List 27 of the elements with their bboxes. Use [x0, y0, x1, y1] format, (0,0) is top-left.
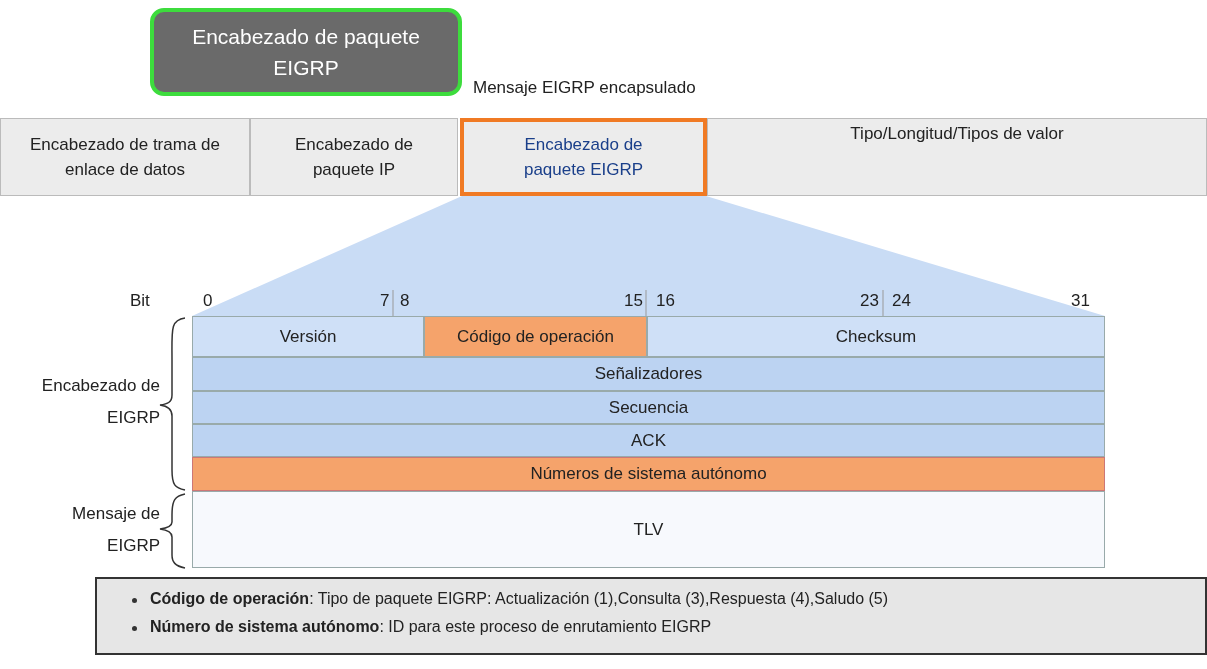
bit-number: 16: [656, 291, 675, 311]
header-field: Versión: [192, 316, 424, 357]
frame-field: Encabezado de paquete EIGRP: [460, 118, 707, 196]
bit-number: 31: [1071, 291, 1090, 311]
header-field: ACK: [192, 424, 1105, 457]
bracket-label: Mensaje de EIGRP: [71, 503, 160, 558]
bit-number: 24: [892, 291, 911, 311]
header-field: Checksum: [647, 316, 1105, 357]
bit-number: 8: [400, 291, 410, 311]
bit-number: 7: [380, 291, 390, 311]
bit-number: 23: [860, 291, 879, 311]
header-field: Código de operación: [424, 316, 647, 357]
caption-text: Mensaje EIGRP encapsulado: [473, 78, 696, 98]
bit-number: 0: [203, 291, 213, 311]
header-field: Números de sistema autónomo: [192, 457, 1105, 491]
frame-field: Tipo/Longitud/Tipos de valor: [707, 118, 1207, 196]
frame-field: Encabezado de trama de enlace de datos: [0, 118, 250, 196]
header-box: Encabezado de paquete EIGRP: [150, 8, 462, 96]
header-field: Señalizadores: [192, 357, 1105, 391]
bracket-label: Encabezado de EIGRP: [40, 375, 160, 430]
note-text: Número de sistema autónomo: ID para este proceso de enrutamiento EIGRP: [150, 618, 712, 636]
bit-label: Bit: [130, 291, 150, 311]
bit-number: 15: [624, 291, 643, 311]
header-field: Secuencia: [192, 391, 1105, 424]
frame-field: Encabezado de paquete IP: [250, 118, 458, 196]
message-field: TLV: [192, 491, 1105, 568]
note-text: Código de operación: Tipo de paquete EIGRP: Actualización (1),Consulta (3),Respuesta (4),Saludo (5): [150, 590, 889, 608]
